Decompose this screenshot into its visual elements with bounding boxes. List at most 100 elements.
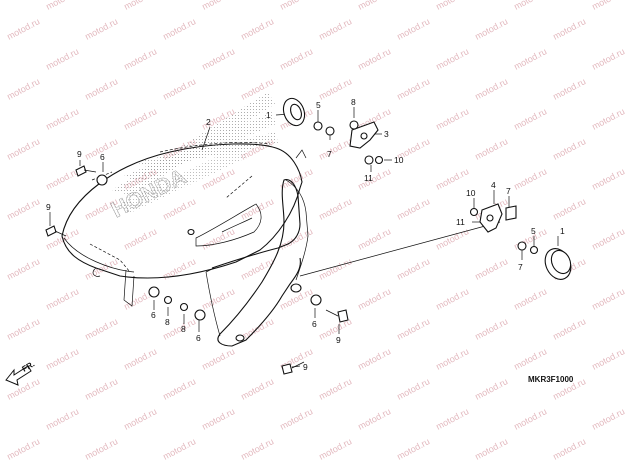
watermark-text: motod.ru (473, 256, 509, 282)
watermark-text: motod.ru (395, 196, 431, 222)
watermark-text: motod.ru (434, 286, 470, 312)
watermark-text: motod.ru (5, 256, 41, 282)
watermark-text: motod.ru (44, 286, 80, 312)
watermark-text: motod.ru (122, 346, 158, 372)
callout-10-lower: 10 (466, 188, 476, 198)
watermark-text: motod.ru (551, 76, 587, 102)
leader-lines (49, 107, 559, 368)
reflector-cap-right (544, 248, 572, 280)
watermark-text: motod.ru (122, 406, 158, 432)
callout-9-left: 9 (46, 202, 51, 212)
watermark-text: motod.ru (83, 436, 119, 462)
callout-2: 2 (206, 117, 211, 127)
watermark-text: motod.ru (590, 286, 625, 312)
watermark-text: motod.ru (434, 106, 470, 132)
watermark-text: motod.ru (512, 166, 548, 192)
watermark-text: motod.ru (317, 76, 353, 102)
watermark-text: motod.ru (590, 346, 625, 372)
watermark-text: motod.ru (5, 136, 41, 162)
watermark-text: motod.ru (44, 106, 80, 132)
watermark-text: motod.ru (512, 0, 548, 12)
watermark-text: motod.ru (512, 106, 548, 132)
grommets-and-nuts (96, 121, 539, 321)
watermark-text: motod.ru (161, 436, 197, 462)
watermark-text: motod.ru (395, 76, 431, 102)
watermark-text: motod.ru (317, 16, 353, 42)
callout-8-lower: 7 (506, 186, 511, 196)
watermark-text: motod.ru (473, 316, 509, 342)
callout-6-right: 6 (312, 319, 317, 329)
callout-1-right: 1 (560, 226, 565, 236)
watermark-text: motod.ru (278, 46, 314, 72)
watermark-text: motod.ru (122, 106, 158, 132)
watermark-text: motod.ru (44, 0, 80, 12)
callout-6-bottom-b: 6 (196, 333, 201, 343)
callout-9-right: 9 (336, 335, 341, 345)
watermark-text: motod.ru (200, 286, 236, 312)
watermark-text: motod.ru (122, 46, 158, 72)
callout-9-top: 9 (77, 149, 82, 159)
watermark-text: motod.ru (44, 346, 80, 372)
watermark-text: motod.ru (356, 406, 392, 432)
callout-7-lower: 7 (518, 262, 523, 272)
watermark-text: motod.ru (551, 316, 587, 342)
watermark-text: motod.ru (278, 0, 314, 12)
watermark-text: motod.ru (434, 226, 470, 252)
callout-9-bottom: 9 (303, 362, 308, 372)
watermark-text: motod.ru (44, 166, 80, 192)
watermark-text: motod.ru (395, 376, 431, 402)
watermark-text: motod.ru (356, 346, 392, 372)
watermark-text: motod.ru (395, 436, 431, 462)
watermark-text: motod.ru (434, 166, 470, 192)
watermark-text: motod.ru (473, 436, 509, 462)
watermark-text: motod.ru (590, 226, 625, 252)
watermark-text: motod.ru (200, 46, 236, 72)
watermark-text: motod.ru (590, 46, 625, 72)
watermark-text: motod.ru (395, 316, 431, 342)
watermark-text: motod.ru (161, 376, 197, 402)
diagram-code: MKR3F1000 (528, 375, 574, 384)
callout-3: 3 (384, 129, 389, 139)
watermark-text: motod.ru (317, 136, 353, 162)
watermark-text: motod.ru (161, 16, 197, 42)
watermark-text: motod.ru (590, 106, 625, 132)
callout-5-lower: 5 (531, 226, 536, 236)
watermark-text: motod.ru (239, 436, 275, 462)
watermark-text: motod.ru (5, 436, 41, 462)
watermark-text: motod.ru (512, 46, 548, 72)
watermark-text: motod.ru (317, 196, 353, 222)
watermark-text: motod.ru (83, 316, 119, 342)
watermark-text: motod.ru (356, 46, 392, 72)
callout-11-upper: 11 (364, 173, 373, 183)
screws (45, 165, 349, 375)
watermark-text: motod.ru (356, 286, 392, 312)
front-fender (61, 143, 309, 347)
callout-8-bottom-a: 8 (165, 317, 170, 327)
watermark-text: motod.ru (590, 0, 625, 12)
watermark-text: motod.ru (200, 406, 236, 432)
callout-8-upper: 8 (351, 97, 356, 107)
watermark-text: motod.ru (278, 406, 314, 432)
watermark-text: motod.ru (5, 316, 41, 342)
watermark-text: motod.ru (5, 16, 41, 42)
watermark-text: motod.ru (473, 376, 509, 402)
watermark-text: motod.ru (122, 0, 158, 12)
watermark-text: motod.ru (317, 256, 353, 282)
watermark-text: motod.ru (395, 256, 431, 282)
watermark-text: motod.ru (239, 16, 275, 42)
callout-labels: 2 1 5 7 8 3 10 11 6 9 9 6 8 8 6 6 9 9 10… (46, 97, 565, 372)
watermark-text: motod.ru (239, 376, 275, 402)
bracket-upper (349, 120, 379, 149)
watermark-text: motod.ru (395, 16, 431, 42)
watermark-text: motod.ru (44, 46, 80, 72)
watermark-text: motod.ru (317, 376, 353, 402)
reflector-cap-left (282, 97, 306, 127)
watermark-text: motod.ru (356, 166, 392, 192)
bracket-lower (479, 203, 517, 233)
watermark-text: motod.ru (200, 0, 236, 12)
watermark-text: motod.ru (434, 346, 470, 372)
watermark-text: motod.ru (512, 346, 548, 372)
watermark-text: motod.ru (473, 76, 509, 102)
callout-6-bottom-a: 6 (151, 310, 156, 320)
